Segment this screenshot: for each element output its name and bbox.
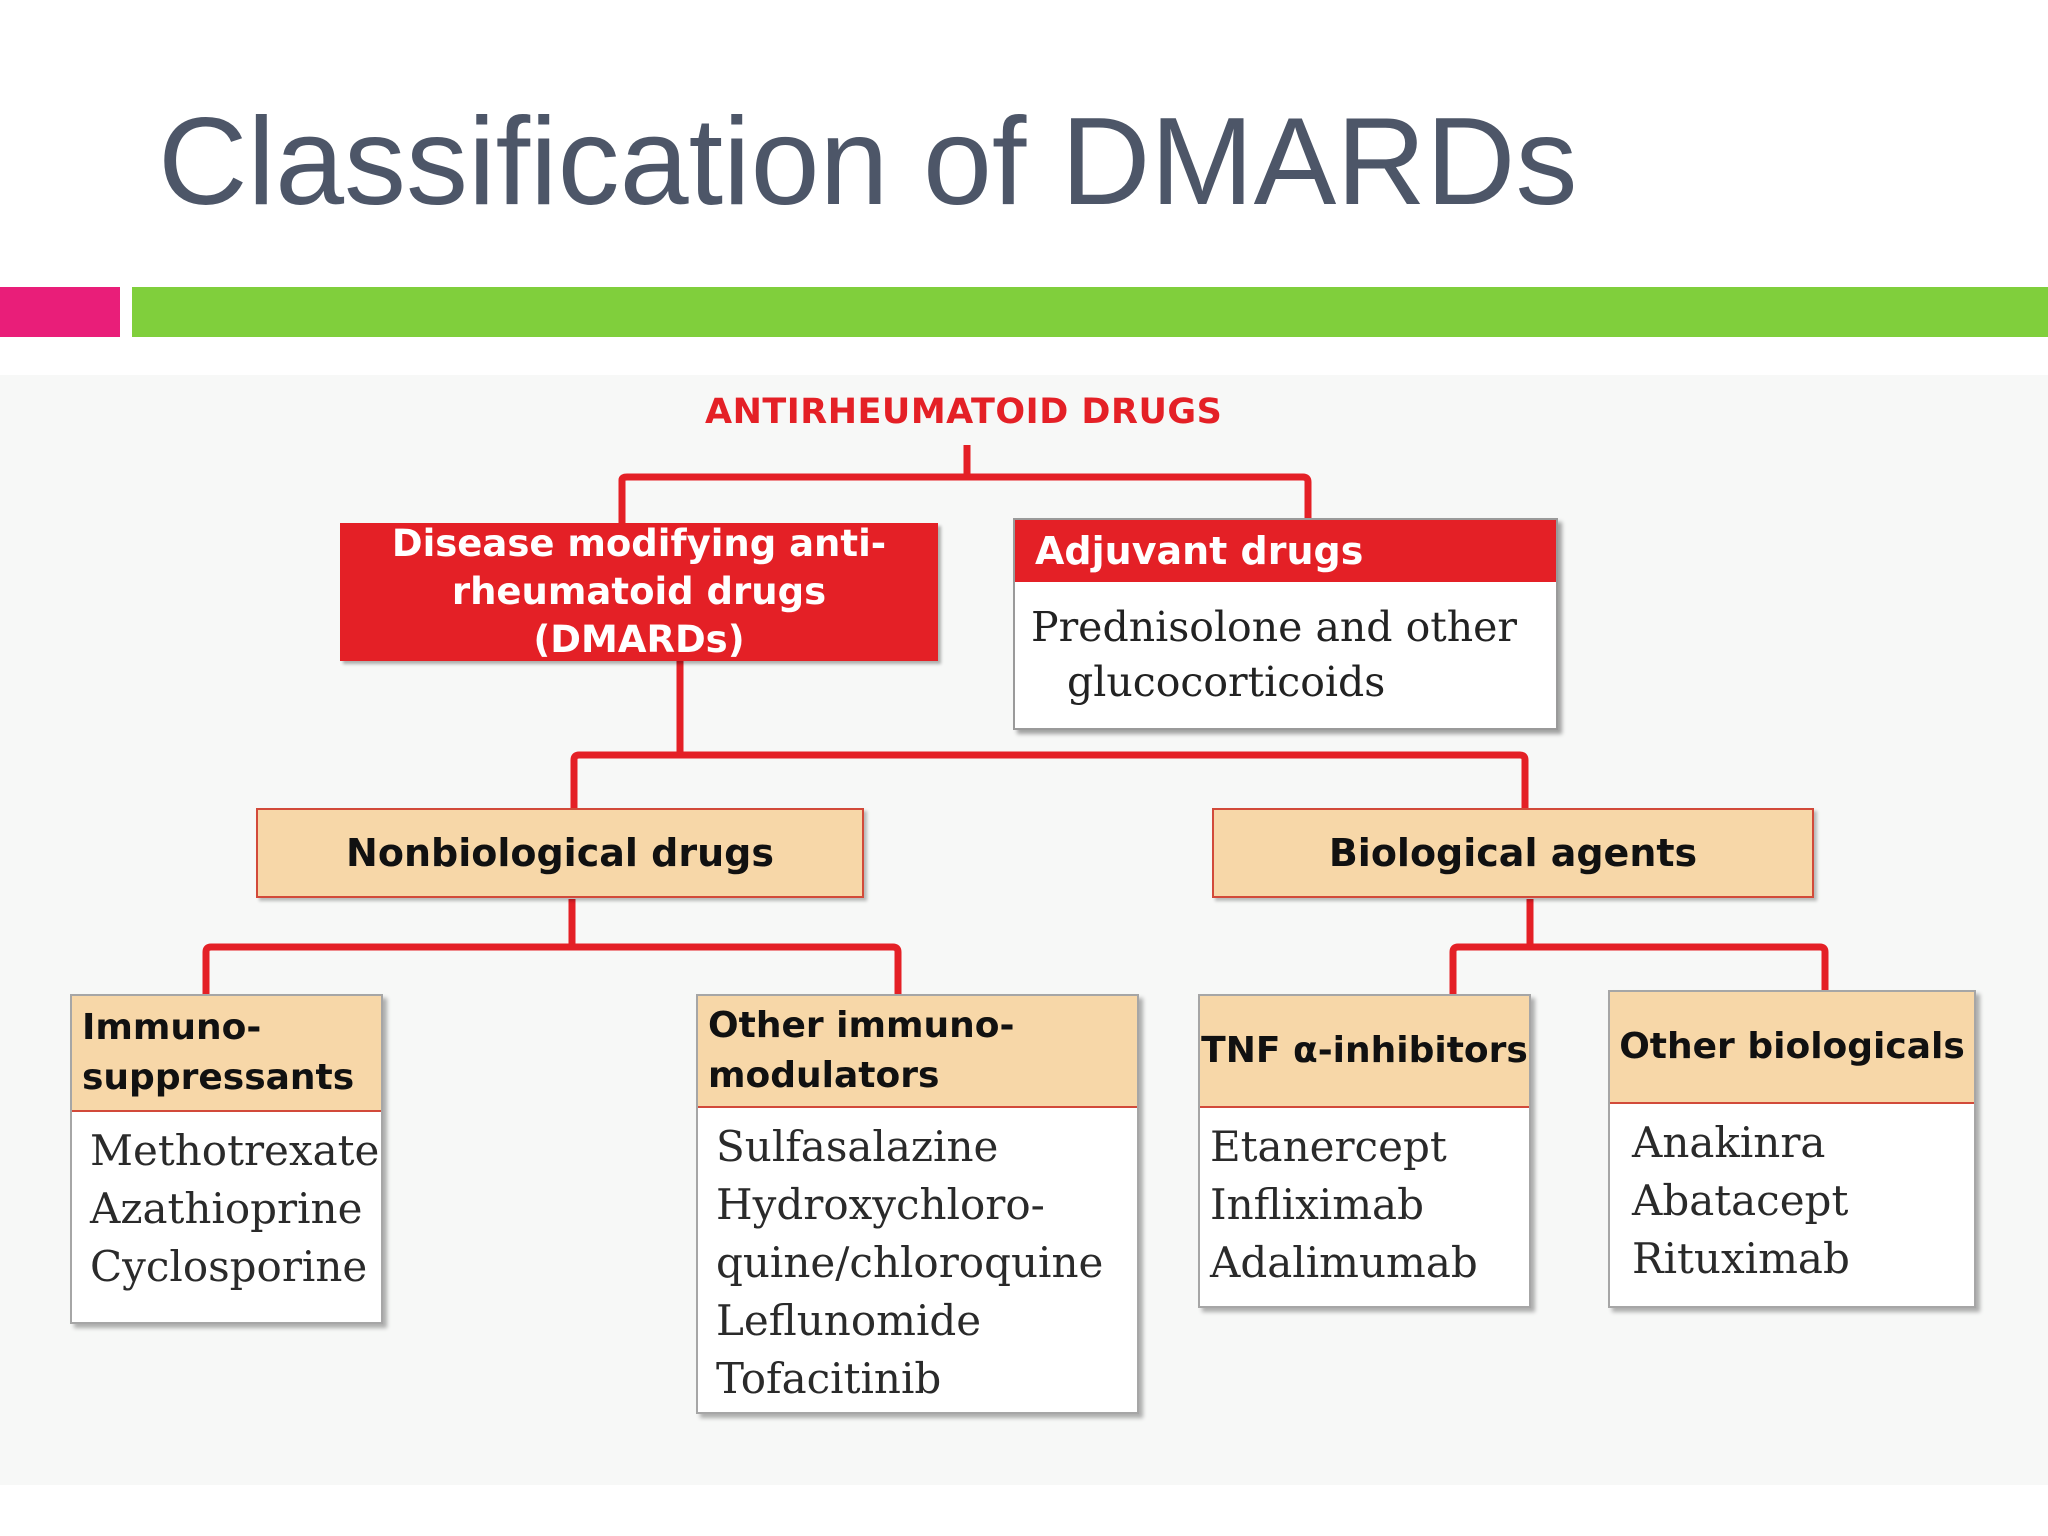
other-biologicals-list: Anakinra Abatacept Rituximab <box>1610 1104 1974 1288</box>
slide-title: Classification of DMARDs <box>158 93 1578 231</box>
list-item: Azathioprine <box>90 1183 363 1233</box>
list-item: Anakinra <box>1632 1118 1826 1167</box>
other-immunomodulators-heading: Other immuno- modulators <box>698 996 1137 1108</box>
nonbiological-box: Nonbiological drugs <box>256 808 864 898</box>
connector-nonbiological <box>202 899 902 994</box>
list-item: Rituximab <box>1632 1233 1850 1283</box>
accent-bar-pink <box>0 287 120 337</box>
list-item: Adalimumab <box>1210 1237 1478 1287</box>
root-label: ANTIRHEUMATOID DRUGS <box>705 392 1223 432</box>
list-item: Hydroxychloro- <box>716 1179 1045 1229</box>
dmards-box: Disease modifying anti- rheumatoid drugs… <box>340 521 938 662</box>
other-immunomodulators-list: Sulfasalazine Hydroxychloro- quine/chlor… <box>698 1108 1137 1408</box>
list-item: Etanercept <box>1210 1122 1447 1171</box>
tnf-inhibitors-list: Etanercept Infliximab Adalimumab <box>1200 1108 1529 1292</box>
immunosuppressants-heading-line1: Immuno- <box>82 1007 262 1049</box>
other-biologicals-box: Other biologicals Anakinra Abatacept Rit… <box>1608 990 1976 1308</box>
dmards-line1: Disease modifying anti- <box>391 521 887 565</box>
tnf-inhibitors-heading: TNF α-inhibitors <box>1200 996 1529 1108</box>
adjuvant-heading: Adjuvant drugs <box>1015 520 1556 582</box>
immunosuppressants-list: Methotrexate Azathioprine Cyclosporine <box>72 1112 381 1296</box>
connector-root <box>618 445 1312 523</box>
adjuvant-body: Prednisolone and other glucocorticoids <box>1015 582 1556 711</box>
immunosuppressants-heading: Immuno- suppressants <box>72 996 381 1112</box>
other-biologicals-heading: Other biologicals <box>1610 992 1974 1104</box>
connector-dmards <box>570 661 1529 808</box>
adjuvant-box: Adjuvant drugs Prednisolone and other gl… <box>1013 518 1558 730</box>
other-immunomodulators-box: Other immuno- modulators Sulfasalazine H… <box>696 994 1139 1414</box>
list-item: quine/chloroquine <box>716 1237 1104 1287</box>
list-item: Infliximab <box>1210 1179 1424 1229</box>
list-item: Abatacept <box>1632 1175 1849 1225</box>
adjuvant-line1: Prednisolone and other <box>1031 603 1517 651</box>
adjuvant-line2: glucocorticoids <box>1067 658 1386 707</box>
list-item: Leflunomide <box>716 1295 982 1345</box>
list-item: Methotrexate <box>90 1126 380 1175</box>
list-item: Cyclosporine <box>90 1241 368 1291</box>
dmards-line2: rheumatoid drugs (DMARDs) <box>451 569 827 662</box>
immunosuppressants-box: Immuno- suppressants Methotrexate Azathi… <box>70 994 383 1324</box>
tnf-inhibitors-box: TNF α-inhibitors Etanercept Infliximab A… <box>1198 994 1531 1308</box>
accent-bar-green <box>132 287 2048 337</box>
list-item: Tofacitinib <box>716 1353 942 1403</box>
connector-biological <box>1449 899 1829 994</box>
list-item: Sulfasalazine <box>716 1122 999 1171</box>
other-immunomodulators-heading-line1: Other immuno- <box>708 1005 1015 1047</box>
other-immunomodulators-heading-line2: modulators <box>708 1055 940 1096</box>
immunosuppressants-heading-line2: suppressants <box>82 1057 355 1098</box>
biological-box: Biological agents <box>1212 808 1814 898</box>
